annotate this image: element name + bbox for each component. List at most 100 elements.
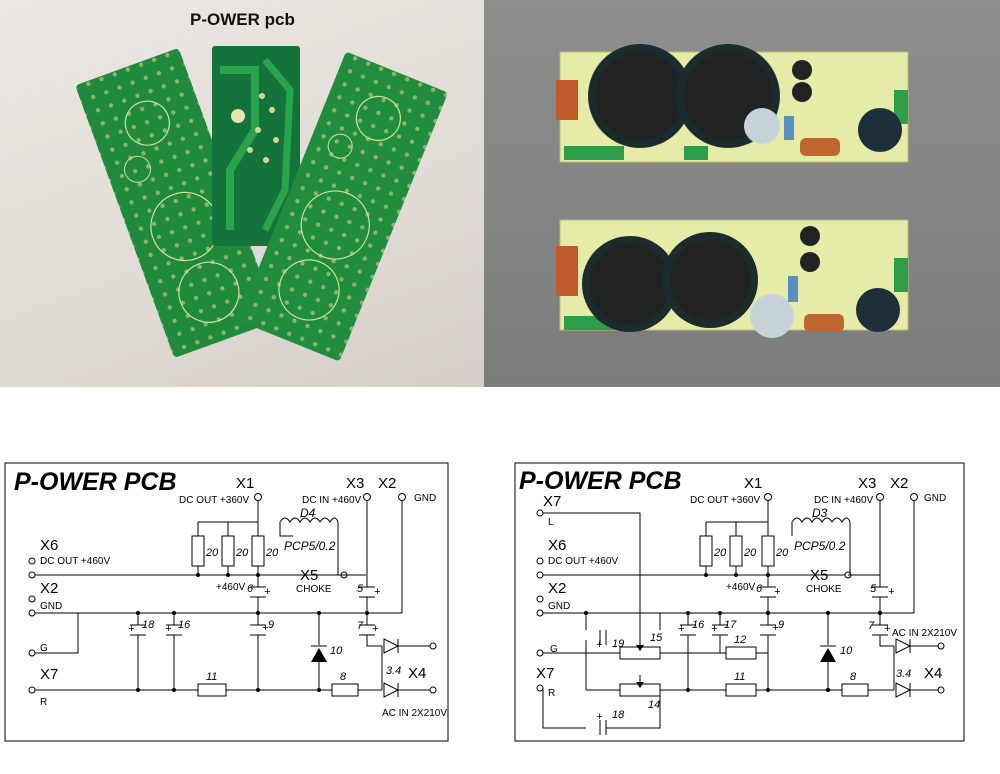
svg-text:+: + xyxy=(678,623,685,635)
svg-text:20: 20 xyxy=(713,547,727,559)
resistor-20a-icon xyxy=(699,535,713,567)
choke-d4-icon xyxy=(279,517,339,536)
x6-terminal-icon xyxy=(28,571,36,579)
g-terminal-icon xyxy=(536,649,544,657)
bare-pcb-illustration xyxy=(76,46,447,361)
svg-text:PCP5/0.2: PCP5/0.2 xyxy=(794,539,846,553)
x3-label: X3 xyxy=(858,475,876,492)
svg-text:+: + xyxy=(128,623,135,635)
x6-label: X6 xyxy=(40,537,58,554)
r-label: R xyxy=(548,688,555,699)
x5-label: X5 xyxy=(810,567,828,584)
x4-label: X4 xyxy=(924,665,942,682)
resistor-20c-icon xyxy=(251,535,265,567)
svg-text:20: 20 xyxy=(265,547,279,559)
ac-in-label: AC IN 2X210V xyxy=(892,628,957,639)
x5-terminal-icon xyxy=(340,571,348,579)
x1-terminal-icon xyxy=(764,493,772,501)
capacitor-16-icon xyxy=(680,624,696,636)
svg-text:12: 12 xyxy=(734,634,746,646)
r-terminal-icon xyxy=(536,684,544,692)
x5-desc: CHOKE xyxy=(806,584,842,595)
capacitor-5-icon xyxy=(359,586,375,598)
x6-label: X6 xyxy=(548,537,566,554)
svg-text:15: 15 xyxy=(650,632,663,644)
svg-text:+: + xyxy=(262,622,269,634)
svg-text:9: 9 xyxy=(268,619,274,631)
capacitor-6-icon xyxy=(250,586,266,598)
x3-terminal-icon xyxy=(876,493,884,501)
svg-text:+: + xyxy=(888,586,895,598)
x4-terminal-b-icon xyxy=(937,686,945,694)
resistor-20b-icon xyxy=(221,535,235,567)
svg-text:D3: D3 xyxy=(812,506,828,520)
capacitor-7-icon xyxy=(359,624,375,636)
schematic-frame xyxy=(514,462,965,742)
svg-text:3.4: 3.4 xyxy=(896,668,911,680)
x3-desc: DC IN +460V xyxy=(814,495,874,506)
capacitor-6-icon xyxy=(760,586,776,598)
capacitor-19-icon xyxy=(599,630,607,645)
svg-text:7: 7 xyxy=(357,620,364,632)
choke-d3-icon xyxy=(791,517,851,536)
l-label: L xyxy=(548,517,554,528)
svg-text:20: 20 xyxy=(235,547,249,559)
schematic-right: P-OWER PCB X7 L X1 DC OUT +360V X3 DC IN… xyxy=(514,462,965,742)
resistor-11-icon xyxy=(725,683,757,697)
svg-text:+: + xyxy=(774,586,781,598)
resistor-20b-icon xyxy=(729,535,743,567)
svg-text:+: + xyxy=(711,623,718,635)
svg-text:20: 20 xyxy=(205,547,219,559)
schematic-frame xyxy=(4,462,449,742)
svg-text:PCP5/0.2: PCP5/0.2 xyxy=(284,539,336,553)
resistor-8-icon xyxy=(331,683,359,697)
x2-side-terminal-icon xyxy=(28,609,36,617)
resistor-8-icon xyxy=(841,683,869,697)
plus460-label: +460V xyxy=(216,582,246,593)
svg-text:+: + xyxy=(165,623,172,635)
resistor-11-icon xyxy=(197,683,227,697)
svg-text:9: 9 xyxy=(778,619,784,631)
svg-text:+: + xyxy=(884,623,891,635)
svg-text:11: 11 xyxy=(206,671,217,683)
svg-text:8: 8 xyxy=(850,671,857,683)
x7-label: X7 xyxy=(40,666,58,683)
x1-label: X1 xyxy=(744,475,762,492)
x5-terminal-icon xyxy=(844,571,852,579)
diode-10-icon xyxy=(820,645,836,662)
x4-terminal-a-icon xyxy=(429,642,437,650)
x2-top-label: X2 xyxy=(378,475,396,492)
pcb-photo-bare: P-OWER pcb xyxy=(0,0,484,387)
svg-text:8: 8 xyxy=(340,671,347,683)
diode-10-icon xyxy=(311,645,327,662)
svg-text:+: + xyxy=(772,622,779,634)
x1-desc: DC OUT +360V xyxy=(690,495,760,506)
plus460-label: +460V xyxy=(726,582,756,593)
pcb-photo-assembled xyxy=(484,0,1000,387)
svg-text:+: + xyxy=(596,711,603,723)
diode-4-icon xyxy=(383,682,400,698)
svg-text:D4: D4 xyxy=(300,506,316,520)
svg-text:10: 10 xyxy=(330,645,343,657)
assembled-board-top xyxy=(556,44,909,163)
capacitor-16-icon xyxy=(166,624,182,636)
x4-label: X4 xyxy=(408,665,426,682)
capacitor-9-icon xyxy=(250,624,266,636)
x6-desc: DC OUT +460V xyxy=(40,556,110,567)
r-label: R xyxy=(40,697,47,708)
diode-4-icon xyxy=(895,682,912,698)
svg-text:18: 18 xyxy=(612,709,625,721)
schematic-title: P-OWER PCB xyxy=(519,467,682,495)
capacitor-9-icon xyxy=(760,624,776,636)
svg-text:5: 5 xyxy=(870,583,877,595)
resistor-12-icon xyxy=(725,646,757,660)
resistor-20c-icon xyxy=(761,535,775,567)
gnd-label: GND xyxy=(924,493,946,504)
g-label: G xyxy=(550,644,558,655)
g-terminal-icon xyxy=(28,649,36,657)
pcb-board-middle xyxy=(212,46,300,246)
svg-text:+: + xyxy=(596,639,603,651)
x2-side-label: X2 xyxy=(548,580,566,597)
x3-terminal-icon xyxy=(363,493,371,501)
svg-text:7: 7 xyxy=(868,620,875,632)
